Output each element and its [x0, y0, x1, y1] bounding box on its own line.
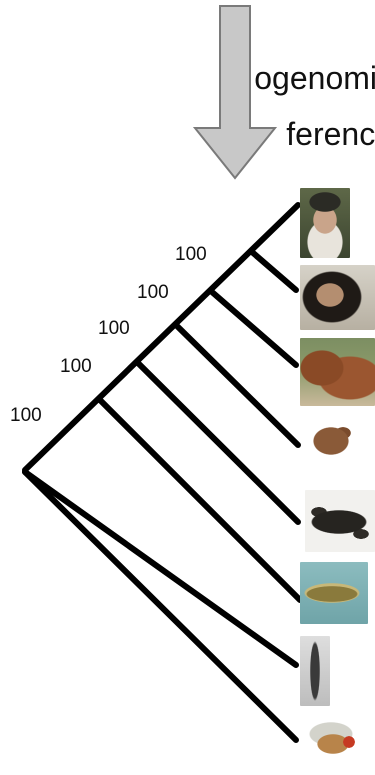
branch-cow	[209, 289, 299, 368]
branch-fish	[97, 397, 303, 603]
branch-fly	[22, 469, 299, 743]
branch-nematode	[22, 469, 299, 668]
nematode-photo	[300, 636, 330, 706]
branch-main	[22, 202, 301, 473]
support-value: 100	[10, 405, 42, 426]
down-arrow-icon	[192, 5, 278, 180]
support-value: 100	[175, 244, 207, 265]
heading-line-2: ference	[286, 116, 375, 152]
zebrafish-photo	[300, 562, 368, 624]
mouse-photo	[305, 413, 360, 475]
support-value: 100	[98, 318, 130, 339]
human-photo	[300, 188, 350, 258]
highland-cow-photo	[300, 338, 375, 406]
support-value: 100	[60, 356, 92, 377]
branch-mouse	[173, 322, 301, 448]
chimpanzee-photo	[300, 265, 375, 330]
frog-photo	[305, 490, 375, 552]
branch-human-chimp	[249, 249, 299, 293]
fruit-fly-photo	[303, 712, 363, 770]
branch-frog	[135, 360, 301, 525]
support-value: 100	[137, 282, 169, 303]
heading-line-1: ogenomic	[254, 60, 375, 96]
